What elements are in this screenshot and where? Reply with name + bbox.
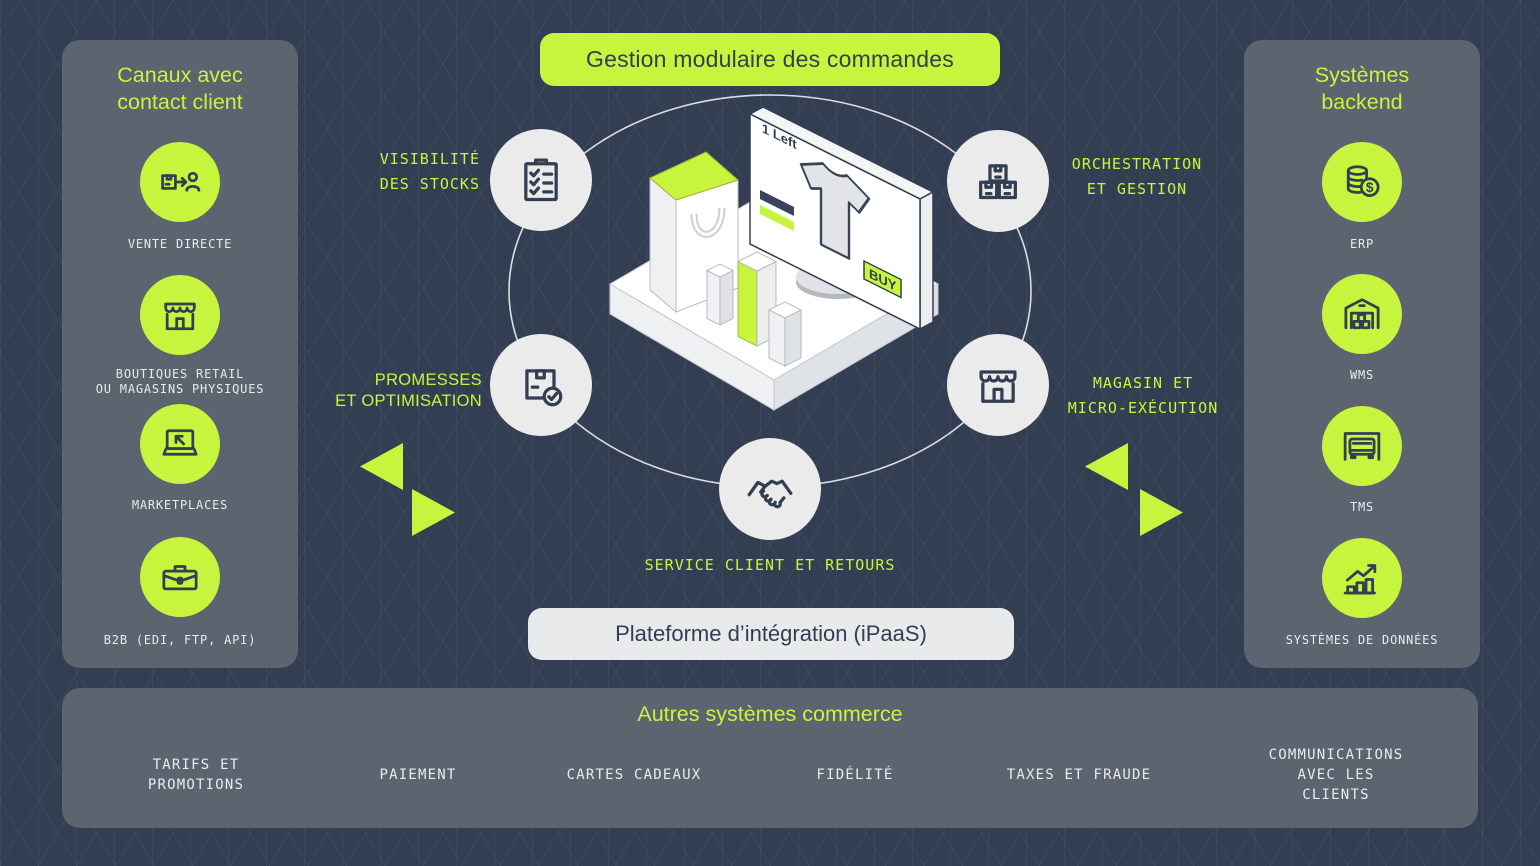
panel-backend-title: Systèmes backend [1314, 63, 1410, 114]
item-tarifs-promotions: TARIFS ET PROMOTIONS [147, 757, 245, 793]
node-service-client [719, 438, 821, 540]
bar-column-3 [767, 301, 803, 367]
label-visibilite-stocks: VISIBILITÉ DES STOCKS [379, 150, 480, 193]
buy-button-text: BUY [869, 266, 896, 294]
package-check-icon [525, 369, 563, 407]
panel-canaux: Canaux avec contact client VENTE DIRECTE… [62, 40, 298, 668]
commerce-illustration: 1 Left BUY [609, 106, 939, 411]
label-service-client: SERVICE CLIENT ET RETOURS [644, 556, 896, 574]
node-visibilite-stocks [490, 129, 592, 231]
tms-badge [1322, 406, 1402, 486]
boutiques-label: BOUTIQUES RETAIL OU MAGASINS PHYSIQUES [95, 367, 265, 396]
data-systems-badge [1322, 538, 1402, 618]
b2b-label: B2B (EDI, FTP, API) [103, 633, 257, 647]
flow-arrow-left-out-icon [412, 489, 455, 536]
marketplaces-badge [140, 404, 220, 484]
price-bar-lime [760, 205, 794, 231]
bar-columns [705, 251, 803, 367]
platform [609, 187, 939, 411]
item-cartes-cadeaux: CARTES CADEAUX [566, 767, 702, 783]
b2b-badge [140, 537, 220, 617]
warehouse-icon [1344, 298, 1380, 330]
coins-dollar-icon: $ [1346, 165, 1380, 197]
boutiques-badge [140, 275, 220, 355]
bar-column-1 [705, 263, 735, 326]
panel-backend: Systèmes backend $ ERP WMS [1244, 40, 1480, 668]
briefcase-icon [162, 565, 198, 591]
node-promesses [490, 334, 592, 436]
buy-button: BUY [863, 259, 902, 299]
svg-text:$: $ [1366, 180, 1374, 195]
panel-autres-systemes: Autres systèmes commerce TARIFS ET PROMO… [62, 688, 1478, 828]
autres-systemes-title: Autres systèmes commerce [637, 702, 903, 726]
handshake-icon [747, 479, 793, 509]
label-promesses: PROMESSES ET OPTIMISATION [335, 371, 482, 410]
erp-label: ERP [1349, 237, 1375, 251]
bar-chart-growth-icon [1343, 564, 1377, 595]
package-to-person-icon [161, 171, 201, 192]
clipboard-checklist-icon [524, 158, 558, 202]
ipaas-banner: Plateforme d’intégration (iPaaS) [528, 608, 1014, 660]
flow-arrow-left-in-icon [360, 443, 403, 490]
page-title: Gestion modulaire des commandes [540, 33, 1000, 86]
page-title-text: Gestion modulaire des commandes [586, 46, 954, 72]
item-communications: COMMUNICATIONS AVEC LES CLIENTS [1268, 747, 1404, 803]
monitor-stand [796, 260, 880, 299]
label-orchestration: ORCHESTRATION ET GESTION [1071, 155, 1203, 198]
laptop-arrow-icon [162, 429, 198, 456]
panel-canaux-title: Canaux avec contact client [117, 63, 243, 114]
vente-directe-label: VENTE DIRECTE [127, 237, 233, 251]
flow-arrow-right-out-icon [1140, 489, 1183, 536]
wms-label: WMS [1349, 368, 1375, 382]
storefront-icon [164, 302, 196, 331]
erp-badge: $ [1322, 142, 1402, 222]
price-bar-dark [760, 190, 794, 216]
bar-column-2 [736, 251, 778, 347]
storefront-icon [979, 370, 1017, 403]
stock-count-text: 1 Left [762, 121, 797, 153]
flow-arrow-right-in-icon [1085, 443, 1128, 490]
item-fidelite: FIDÉLITÉ [816, 767, 894, 783]
data-systems-label: SYSTÈMES DE DONNÉES [1285, 633, 1439, 647]
label-magasin: MAGASIN ET MICRO-EXÉCUTION [1067, 374, 1219, 417]
vente-directe-badge [140, 142, 220, 222]
shopping-bag [649, 151, 739, 314]
ipaas-label: Plateforme d’intégration (iPaaS) [615, 621, 927, 646]
marketplaces-label: MARKETPLACES [131, 498, 229, 512]
node-orchestration [947, 130, 1049, 232]
truck-icon [1343, 432, 1381, 461]
monitor [748, 106, 935, 331]
item-taxes-fraude: TAXES ET FRAUDE [1006, 767, 1152, 783]
item-paiement: PAIEMENT [379, 767, 457, 783]
stacked-boxes-icon [979, 164, 1017, 200]
node-magasin [947, 334, 1049, 436]
tms-label: TMS [1349, 500, 1375, 514]
tshirt-graphic [799, 162, 871, 260]
wms-badge [1322, 274, 1402, 354]
